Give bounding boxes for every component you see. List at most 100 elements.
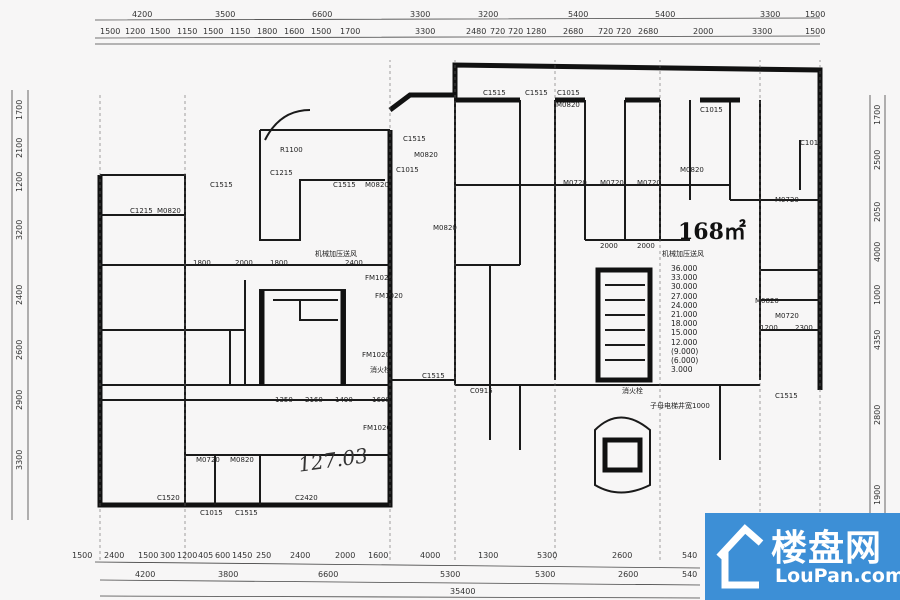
dimension-label: 720	[490, 27, 505, 36]
dimension-label: 1600	[284, 27, 304, 36]
dimension-label: 1000	[873, 285, 882, 305]
room-label: C1015	[700, 106, 723, 114]
dimension-label: 1700	[340, 27, 360, 36]
room-label: 2000	[600, 242, 618, 250]
elevation-value: 12.000	[671, 337, 698, 347]
dimension-label: 3300	[410, 10, 430, 19]
room-label: M0720	[775, 312, 799, 320]
elevation-value: 30.000	[671, 282, 698, 292]
elevation-value: (6.000)	[671, 356, 699, 366]
room-label: M0820	[755, 297, 779, 305]
room-label: M0720	[637, 179, 661, 187]
dimension-label: 1300	[478, 551, 498, 560]
dimension-label: 1500	[203, 27, 223, 36]
watermark-name: 楼盘网	[771, 528, 883, 569]
elevation-value: 18.000	[671, 319, 698, 329]
dimension-label: 5300	[440, 570, 460, 579]
dimension-label: 1200	[177, 551, 197, 560]
dimension-label: 5300	[537, 551, 557, 560]
elevation-value: 21.000	[671, 310, 698, 320]
dimension-label: 4350	[873, 330, 882, 350]
room-label: C1515	[403, 135, 426, 143]
note-elevator-shaft: 子母电梯井宽1000	[650, 401, 710, 410]
dimension-label: 5400	[655, 10, 675, 19]
room-label: C1515	[775, 392, 798, 400]
dimension-label: 3500	[215, 10, 235, 19]
room-label: C1515	[483, 89, 506, 97]
dimension-label: 1450	[232, 551, 252, 560]
dimension-label: 3300	[15, 450, 24, 470]
dimension-label: 1700	[873, 105, 882, 125]
house-icon	[716, 524, 764, 589]
dimension-label: 1900	[873, 485, 882, 505]
elevation-value: (9.000)	[671, 346, 699, 356]
dimension-label: 2000	[693, 27, 713, 36]
dimension-label: 540	[682, 570, 697, 579]
room-label: C1515	[235, 509, 258, 517]
dimension-label: 3300	[752, 27, 772, 36]
dimension-label: 720	[616, 27, 631, 36]
note-hydrant: 消火栓	[370, 365, 391, 374]
room-label: C0915	[470, 387, 493, 395]
room-label: FM1020	[375, 292, 403, 300]
dimension-label: 1200	[125, 27, 145, 36]
room-label: 1800	[270, 259, 288, 267]
dimension-label: 1500	[311, 27, 331, 36]
room-label: M0820	[157, 207, 181, 215]
room-label: C1215	[130, 207, 153, 215]
room-label: 1800	[193, 259, 211, 267]
room-label: M0820	[365, 181, 389, 189]
dimension-label: 2680	[638, 27, 658, 36]
dimension-label: 1150	[177, 27, 197, 36]
room-label: 2300	[795, 324, 813, 332]
dimension-label: 2680	[563, 27, 583, 36]
dimension-label: 3300	[760, 10, 780, 19]
dimension-label: 2600	[15, 340, 24, 360]
dimension-label: 720	[508, 27, 523, 36]
dimension-label: 1500	[150, 27, 170, 36]
dimension-label: 2100	[15, 138, 24, 158]
room-label: 1200	[760, 324, 778, 332]
dimension-label: 1150	[230, 27, 250, 36]
room-label: 2400	[345, 259, 363, 267]
dimension-label: 2400	[104, 551, 124, 560]
dimension-label: 5400	[568, 10, 588, 19]
dimension-label: 250	[256, 551, 271, 560]
room-label: 1350	[275, 396, 293, 404]
elevation-value: 15.000	[671, 328, 698, 338]
dimension-label: 1500	[100, 27, 120, 36]
dimension-label: 2400	[290, 551, 310, 560]
elevation-value: 27.000	[671, 291, 698, 301]
dimension-label: 6600	[318, 570, 338, 579]
room-label: 2000	[235, 259, 253, 267]
dimension-label: 1200	[15, 172, 24, 192]
elevation-value: 3.000	[671, 365, 693, 375]
dimension-label: 3800	[218, 570, 238, 579]
dimension-label: 2480	[466, 27, 486, 36]
dimension-label: 1500	[138, 551, 158, 560]
room-label: M0720	[563, 179, 587, 187]
room-label: M0820	[230, 456, 254, 464]
note-pressurized-air: 机械加压送风	[315, 249, 357, 258]
room-label: 2000	[637, 242, 655, 250]
dimension-label: 1500	[805, 10, 825, 19]
dimension-label: 1600	[368, 551, 388, 560]
room-label: FM1020	[362, 351, 390, 359]
dimension-label: 720	[598, 27, 613, 36]
dimension-label: 1500	[72, 551, 92, 560]
room-label: C1515	[422, 372, 445, 380]
dimension-label: 1500	[805, 27, 825, 36]
room-label: FM1020	[363, 424, 391, 432]
room-label: FM1020	[365, 274, 393, 282]
elevation-value: 33.000	[671, 273, 698, 283]
room-label: C1015	[800, 139, 823, 147]
room-label: C1015	[557, 89, 580, 97]
dimension-label: 4200	[135, 570, 155, 579]
dimension-label: 1280	[526, 27, 546, 36]
dimension-label: 2500	[873, 150, 882, 170]
area-label: 168㎡	[678, 219, 746, 245]
